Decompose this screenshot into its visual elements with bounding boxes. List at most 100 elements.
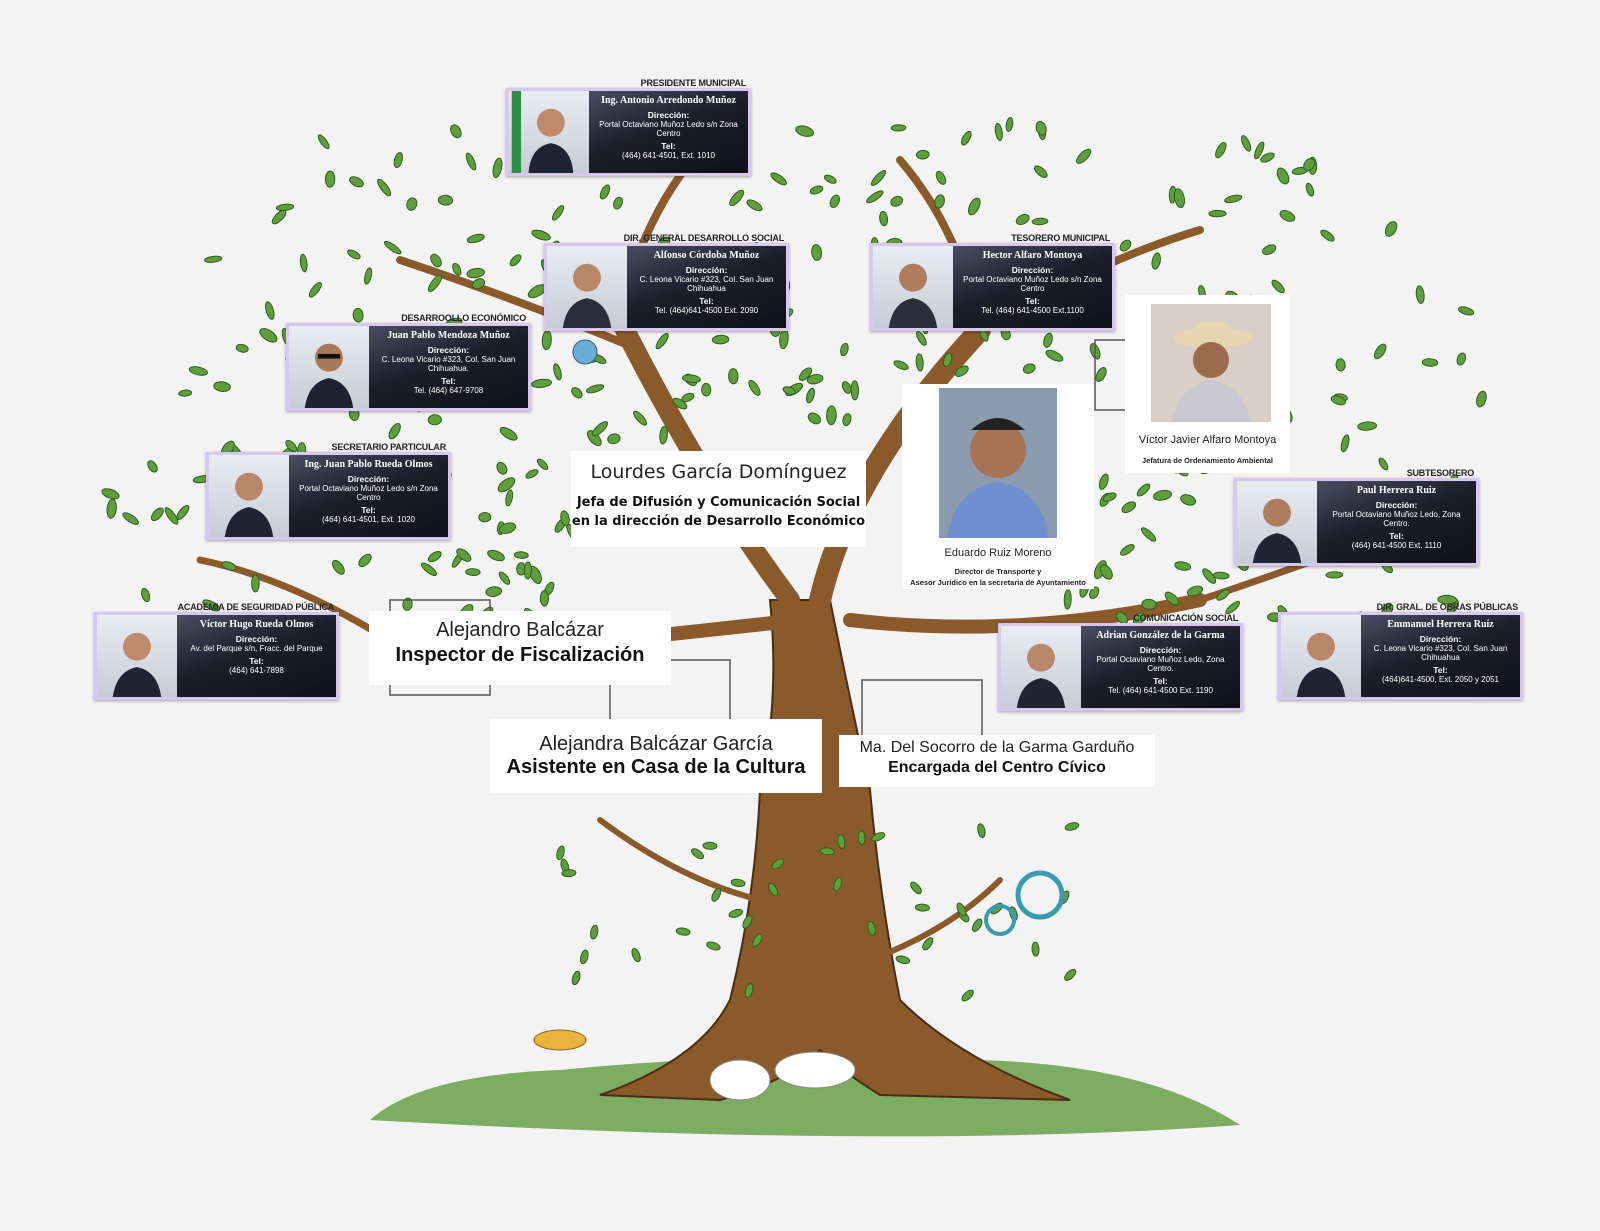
official-card-secretario-particular[interactable]: SECRETARIO PARTICULAR Ing. Juan Pablo Ru… — [206, 442, 451, 540]
leaf — [265, 301, 275, 320]
leaf — [420, 562, 438, 577]
leaf — [456, 548, 472, 562]
leaf — [1276, 167, 1290, 185]
official-card-comunicacion[interactable]: COMUNICACIÓN SOCIAL Adrian González de l… — [998, 613, 1243, 711]
leaf — [728, 368, 739, 385]
leaf — [1063, 589, 1072, 610]
leaf — [746, 199, 763, 212]
leaf — [675, 927, 691, 936]
official-card-desarrollo-social[interactable]: DIR. GENERAL DESARROLLO SOCIAL Alfonso C… — [544, 233, 789, 331]
official-card-seguridad[interactable]: ACADEMIA DE SEGURIDAD PÚBLICA Víctor Hug… — [94, 602, 339, 700]
leaf — [122, 512, 139, 525]
official-title: COMUNICACIÓN SOCIAL — [1133, 613, 1238, 623]
staff-role: Asesor Jurídico en la secretaria de Ayun… — [910, 578, 1086, 587]
leaf — [561, 869, 577, 878]
leaf — [1031, 941, 1040, 957]
leaf — [450, 124, 462, 139]
leaf — [599, 184, 611, 200]
person-icon — [1252, 498, 1302, 563]
leaf — [471, 278, 486, 290]
leaf — [631, 947, 641, 963]
leaf — [509, 254, 522, 267]
leaf — [1305, 182, 1315, 197]
official-phone: (464) 641-4501, Ext. 1010 — [622, 151, 715, 160]
leaf — [1089, 586, 1100, 599]
staff-name: Ma. Del Socorro de la Garma Garduño — [859, 739, 1135, 756]
leaf — [811, 244, 823, 261]
staff-box-socorro: Ma. Del Socorro de la Garma Garduño Enca… — [839, 735, 1155, 787]
leaf — [164, 507, 179, 525]
leaf — [728, 908, 744, 918]
address-label: Dirección: — [347, 474, 390, 484]
official-title: DIR. GRAL. DE OBRAS PÚBLICAS — [1376, 602, 1519, 612]
leaf — [1279, 210, 1296, 222]
person-icon — [947, 418, 1049, 538]
leaf — [829, 194, 840, 208]
leaf — [809, 185, 824, 195]
leaf — [798, 367, 813, 381]
leaf — [1153, 489, 1172, 501]
person-icon — [562, 263, 612, 328]
address-label: Dirección: — [1139, 645, 1182, 655]
leaf — [1384, 221, 1398, 237]
staff-role: Jefatura de Ordenamiento Ambiental — [1141, 456, 1273, 465]
leaf — [879, 210, 889, 227]
leaf — [1005, 116, 1014, 132]
leaf — [352, 307, 364, 323]
leaf — [466, 267, 485, 279]
leaf — [977, 823, 986, 839]
leaf — [607, 433, 621, 445]
leaf — [531, 229, 551, 241]
staff-role: Encargada del Centro Cívico — [888, 759, 1106, 776]
official-address: Portal Octaviano Muñoz Ledo s/n Zona Cen… — [963, 275, 1102, 293]
leaf — [841, 381, 852, 394]
leaf — [871, 832, 886, 842]
leaf — [866, 190, 884, 204]
leaf — [523, 561, 532, 580]
official-address: C. Leona Vicario #323, Col. San Juan Chi… — [1373, 644, 1508, 662]
leaf — [427, 274, 443, 292]
leaf — [994, 122, 1003, 142]
leaf — [1271, 279, 1285, 294]
leaf — [1064, 968, 1077, 981]
leaf — [478, 511, 492, 523]
leaf — [837, 834, 846, 849]
leaf — [729, 189, 745, 207]
leaf — [308, 282, 322, 298]
official-phone: (464) 641-7898 — [229, 666, 284, 675]
person-icon — [511, 91, 574, 173]
official-address: Portal Octaviano Muñoz Ledo s/n Zona Cen… — [299, 484, 438, 502]
official-name: Juan Pablo Mendoza Muñoz — [387, 330, 510, 341]
leaf — [914, 903, 930, 912]
leaf — [141, 587, 151, 603]
official-card-presidente[interactable]: PRESIDENTE MUNICIPAL Ing. Antonio Arredo… — [506, 78, 751, 176]
address-label: Dirección: — [235, 634, 278, 644]
official-name: Alfonso Córdoba Muñoz — [653, 250, 760, 261]
leaf — [514, 551, 529, 559]
leaf — [388, 423, 401, 440]
leaf — [1115, 611, 1129, 625]
leaf — [1045, 349, 1064, 362]
leaf — [1141, 598, 1157, 610]
leaf — [178, 389, 193, 397]
phone-label: Tel: — [1389, 531, 1404, 541]
leaf — [744, 983, 754, 998]
leaf — [1378, 457, 1389, 471]
leaf — [541, 330, 552, 351]
leaf — [782, 386, 796, 395]
leaf — [525, 469, 539, 479]
official-card-desarrollo-economico[interactable]: DESARROOLLO ECONÓMICO Juan Pablo Mendoza… — [286, 313, 531, 411]
leaf — [1180, 494, 1197, 506]
official-title: DIR. GENERAL DESARROLLO SOCIAL — [623, 233, 785, 243]
official-name: Ing. Juan Pablo Rueda Olmos — [304, 459, 433, 470]
official-card-tesorero[interactable]: TESORERO MUNICIPAL Hector Alfaro Montoya… — [870, 233, 1115, 331]
leaf — [235, 343, 249, 353]
leaf — [1421, 358, 1439, 367]
official-photo — [1281, 615, 1361, 697]
leaf — [492, 157, 503, 179]
official-card-obras[interactable]: DIR. GRAL. DE OBRAS PÚBLICAS Emmanuel He… — [1278, 602, 1523, 700]
person-icon — [1171, 322, 1253, 422]
leaf — [1456, 352, 1467, 366]
leaf — [553, 363, 562, 381]
